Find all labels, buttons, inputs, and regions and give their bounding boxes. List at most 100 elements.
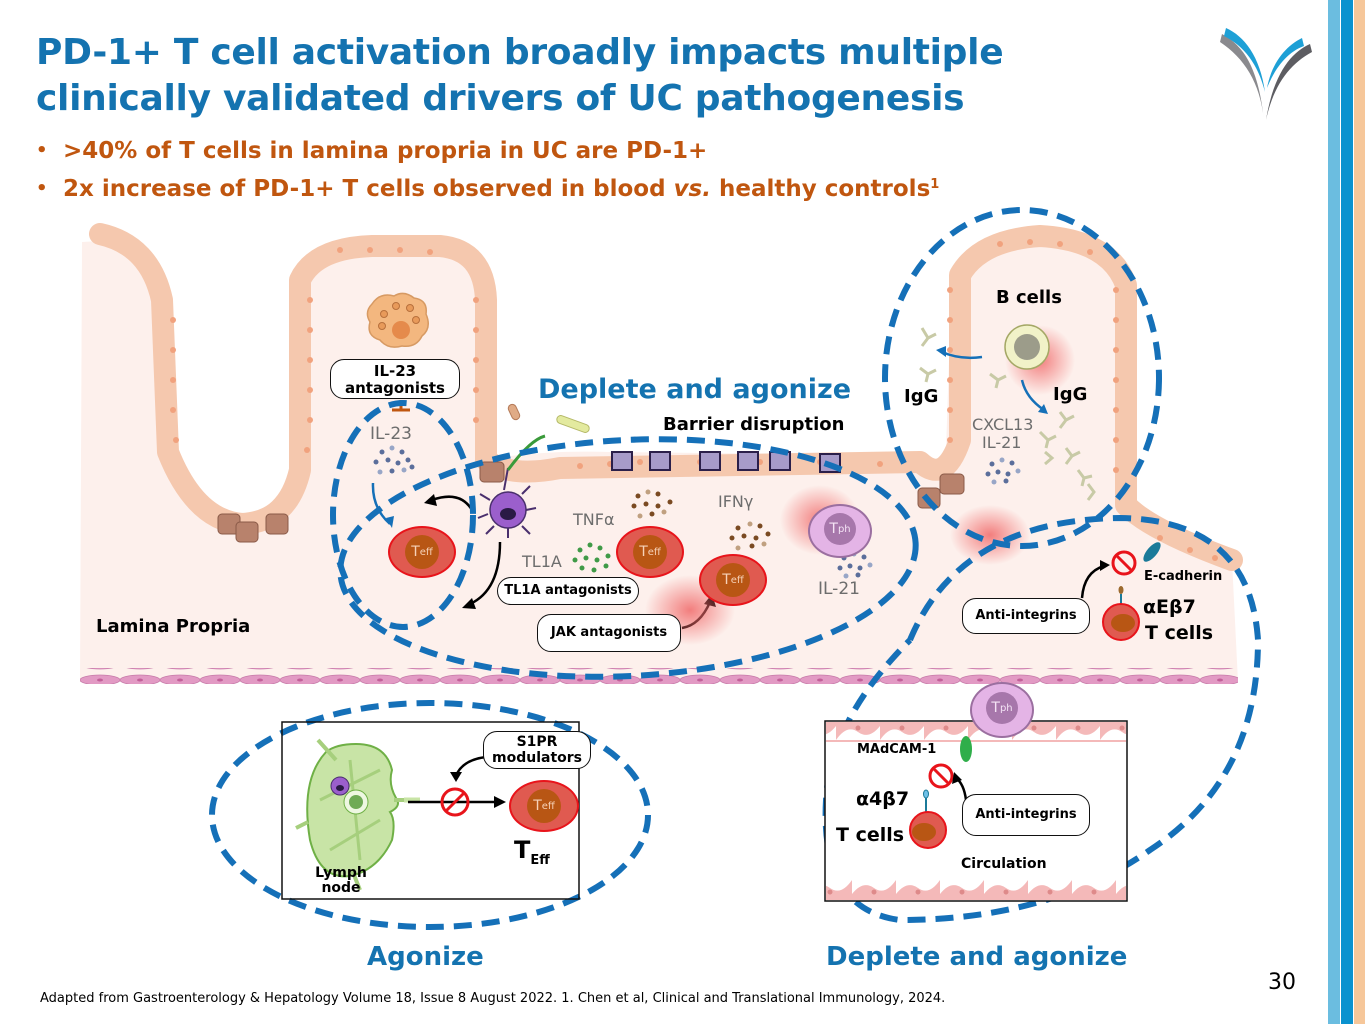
il23-outline	[330, 400, 476, 630]
bullet-icon: •	[36, 178, 48, 199]
agonize-outline	[209, 700, 651, 930]
key-points-list: • >40% of T cells in lamina propria in U…	[36, 132, 939, 208]
e-cadherin-label: E-cadherin	[1144, 569, 1223, 584]
intestinal-epithelium	[89, 223, 1243, 571]
lymph-node-icon	[295, 738, 420, 891]
il21-label: IL-21	[818, 579, 860, 599]
citation-footer: Adapted from Gastroenterology & Hepatolo…	[40, 991, 946, 1006]
circulation-label: Circulation	[961, 856, 1047, 872]
bullet-text-italic: vs.	[673, 176, 711, 202]
slide-title: PD-1+ T cell activation broadly impacts …	[36, 30, 1186, 122]
integrin-receptor-icon	[1118, 586, 1124, 604]
il23-cytokine-dots	[373, 445, 415, 475]
a4b7-label: α4β7	[856, 788, 910, 810]
il21-b-label: IL-21	[982, 433, 1022, 452]
cxcl13-label: CXCL13	[972, 415, 1034, 434]
ifng-label: IFNγ	[718, 492, 754, 511]
b-cell-icon	[1004, 324, 1050, 370]
t-cell-icon	[1102, 603, 1140, 641]
bullet-text: 2x increase of PD-1+ T cells observed in…	[63, 176, 674, 202]
bullet-icon: •	[36, 140, 48, 161]
central-deplete-agonize-outline	[337, 436, 919, 680]
tnfa-cytokine-dots	[631, 489, 673, 519]
cxcl13-cytokine-dots	[985, 457, 1021, 485]
citation-superscript: 1	[930, 177, 940, 192]
il23-antagonists-pill: IL-23 antagonists	[330, 359, 460, 399]
ifng-cytokine-dots	[729, 521, 771, 551]
decor-stripe-peach	[1354, 0, 1365, 1024]
aeb7-label: αEβ7	[1143, 596, 1196, 618]
anti-integrins-pill-circulation: Anti-integrins	[962, 794, 1090, 836]
tl1a-antagonists-pill: TL1A antagonists	[497, 577, 639, 605]
t-cell-icon	[909, 811, 947, 849]
integrin-receptor-icon	[923, 789, 929, 812]
bullet-text-end: healthy controls	[710, 176, 931, 202]
tnfa-label: TNFα	[573, 510, 615, 529]
slide-title-line-1: PD-1+ T cell activation broadly impacts …	[36, 32, 1004, 73]
bullet-point: • >40% of T cells in lamina propria in U…	[36, 132, 939, 170]
paneth-cells	[217, 461, 965, 543]
vessel-wall-top	[826, 722, 1126, 742]
bacteria-chain-icon	[556, 415, 590, 433]
section-title-deplete-agonize-bottom: Deplete and agonize	[826, 942, 1128, 972]
lamina-propria-label: Lamina Propria	[96, 616, 251, 637]
page-number: 30	[1268, 970, 1296, 995]
s1pr-pill-line-2: modulators	[492, 750, 582, 766]
anti-integrins-pill-tissue: Anti-integrins	[962, 598, 1090, 634]
b-cell-outline	[882, 207, 1162, 549]
igg-right-label: IgG	[1053, 384, 1088, 405]
barrier-disruption-cells	[611, 451, 841, 473]
tl1a-cytokine-dots	[572, 542, 611, 573]
wing-v-logo-icon	[1220, 28, 1312, 120]
vessel-wall-bottom	[826, 880, 1126, 900]
decor-stripe-blue	[1341, 0, 1353, 1024]
il23-pill-line-1: IL-23	[373, 362, 417, 380]
madcam1-icon	[960, 736, 972, 762]
dendritic-cell-icon	[477, 434, 546, 538]
barrier-disruption-label: Barrier disruption	[663, 414, 845, 435]
il23-arrow-icon	[371, 482, 391, 525]
dc-down-arrow-icon	[469, 541, 502, 606]
aeb7-t-cells-label: T cells	[1145, 622, 1214, 644]
epithelium-nuclei	[170, 239, 1218, 561]
s1pr-modulators-pill: S1PR modulators	[483, 731, 591, 769]
igg-antibodies-icon	[919, 327, 1096, 501]
igg-left-label: IgG	[904, 386, 939, 407]
lymph-node-panel	[281, 721, 580, 900]
macrophage-icon	[366, 292, 429, 348]
b-cells-label: B cells	[996, 287, 1062, 308]
prohibited-icon	[928, 763, 954, 789]
lymph-node-label: Lymph node	[315, 865, 367, 896]
decor-stripe-light-blue	[1328, 0, 1340, 1024]
circulation-t-cells-label: T cells	[836, 824, 905, 846]
il23-pill-line-2: antagonists	[345, 379, 445, 397]
e-cadherin-icon	[1143, 542, 1161, 562]
jak-antagonists-pill: JAK antagonists	[537, 614, 681, 652]
company-logo	[1218, 22, 1314, 122]
bullet-text: >40% of T cells in lamina propria in UC …	[63, 138, 708, 164]
bacteria-icon	[507, 403, 521, 421]
section-title-deplete-agonize-top: Deplete and agonize	[538, 374, 852, 405]
teff-label: TEff	[514, 836, 550, 868]
prohibited-icon	[440, 787, 470, 817]
prohibited-icon	[1111, 550, 1137, 576]
s1pr-pill-line-1: S1PR	[516, 734, 558, 750]
bullet-point: • 2x increase of PD-1+ T cells observed …	[36, 170, 939, 208]
tl1a-label: TL1A	[522, 552, 562, 571]
section-title-agonize: Agonize	[367, 942, 484, 972]
uc-pathogenesis-diagram: Lamina Propria Barrier disruption Deplet…	[0, 200, 1365, 1000]
madcam1-label: MAdCAM-1	[857, 742, 937, 757]
slide-title-line-2: clinically validated drivers of UC patho…	[36, 78, 965, 119]
